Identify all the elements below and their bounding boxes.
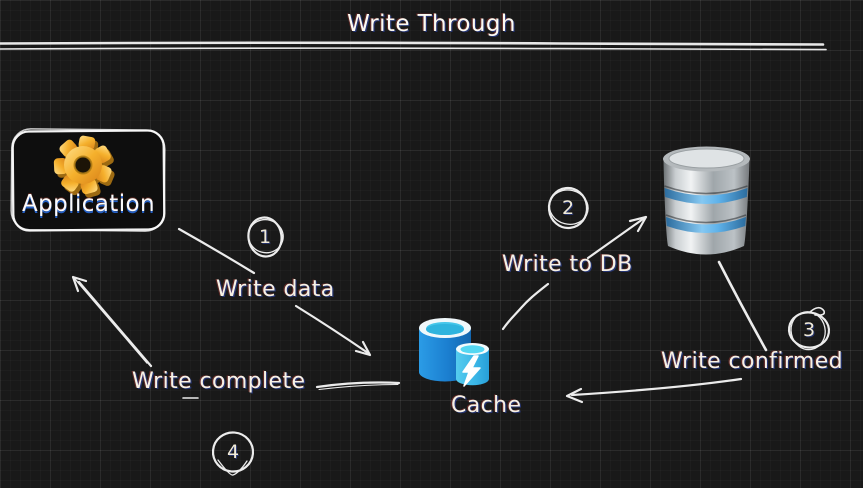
arrow-write-data bbox=[177, 227, 372, 357]
title-underline bbox=[0, 41, 827, 51]
lightning-bolt-icon bbox=[462, 355, 481, 387]
step-number-1: 1 bbox=[258, 226, 272, 248]
cache-icon bbox=[419, 318, 489, 387]
step-number-3: 3 bbox=[802, 319, 816, 341]
cache-node-label: Cache bbox=[451, 393, 522, 418]
step-circle-3 bbox=[787, 306, 831, 351]
arrow-label-write-complete: Write complete bbox=[132, 369, 306, 394]
step-circle-1 bbox=[247, 216, 284, 258]
gear-icon bbox=[53, 135, 116, 199]
diagram-title: Write Through bbox=[347, 11, 516, 37]
arrow-label-write-to-db: Write to DB bbox=[502, 252, 633, 277]
application-node-label: Application bbox=[22, 191, 155, 217]
arrow-write-confirmed bbox=[565, 260, 768, 404]
database-icon bbox=[663, 146, 750, 255]
step-circle-2 bbox=[547, 186, 589, 230]
step-number-2: 2 bbox=[561, 197, 575, 219]
arrow-label-write-confirmed: Write confirmed bbox=[661, 349, 844, 374]
arrow-write-complete bbox=[71, 275, 401, 399]
arrow-write-to-db bbox=[501, 215, 648, 331]
step-circle-4 bbox=[211, 431, 255, 476]
arrow-label-write-data: Write data bbox=[216, 277, 335, 302]
step-number-4: 4 bbox=[226, 441, 240, 463]
